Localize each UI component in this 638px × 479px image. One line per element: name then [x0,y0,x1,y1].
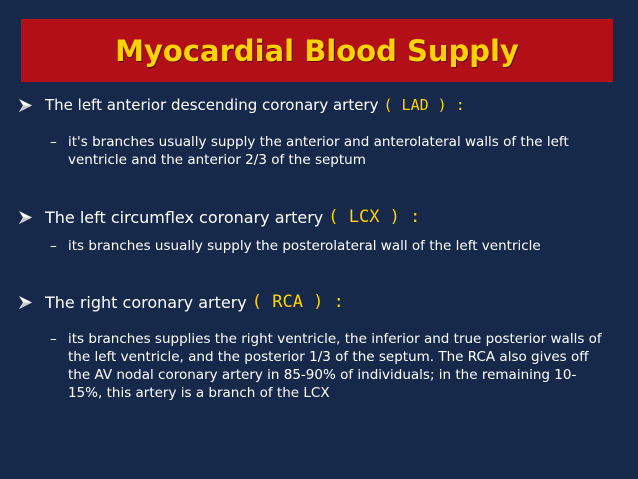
dash-marker: – [50,238,57,254]
bullet-lcx: The left circumflex coronary artery ( LC… [18,207,420,227]
bullet-text: The right coronary artery [45,292,247,312]
sub-item-text: its branches supplies the right ventricl… [68,331,602,401]
title-bar: Myocardial Blood Supply [21,19,613,82]
sub-item-lcx: – its branches usually supply the poster… [50,237,608,255]
bullet-lad: The left anterior descending coronary ar… [18,96,465,114]
sub-item-rca: – its branches supplies the right ventri… [50,330,608,402]
sub-item-text: it's branches usually supply the anterio… [68,134,569,168]
bullet-abbreviation: ( LAD ) : [383,96,465,114]
bullet-text: The left anterior descending coronary ar… [45,96,379,114]
arrow-bullet-icon [19,98,32,112]
sub-item-text: its branches usually supply the posterol… [68,238,541,254]
slide-title: Myocardial Blood Supply [115,33,519,68]
arrow-bullet-icon [19,295,32,309]
bullet-abbreviation: ( LCX ) : [328,207,421,227]
sub-item-lad: – it's branches usually supply the anter… [50,133,608,169]
arrow-bullet-icon [19,210,32,224]
dash-marker: – [50,134,57,150]
bullet-rca: The right coronary artery ( RCA ) : [18,292,344,312]
dash-marker: – [50,331,57,347]
bullet-abbreviation: ( RCA ) : [251,292,344,312]
bullet-text: The left circumflex coronary artery [45,207,324,227]
